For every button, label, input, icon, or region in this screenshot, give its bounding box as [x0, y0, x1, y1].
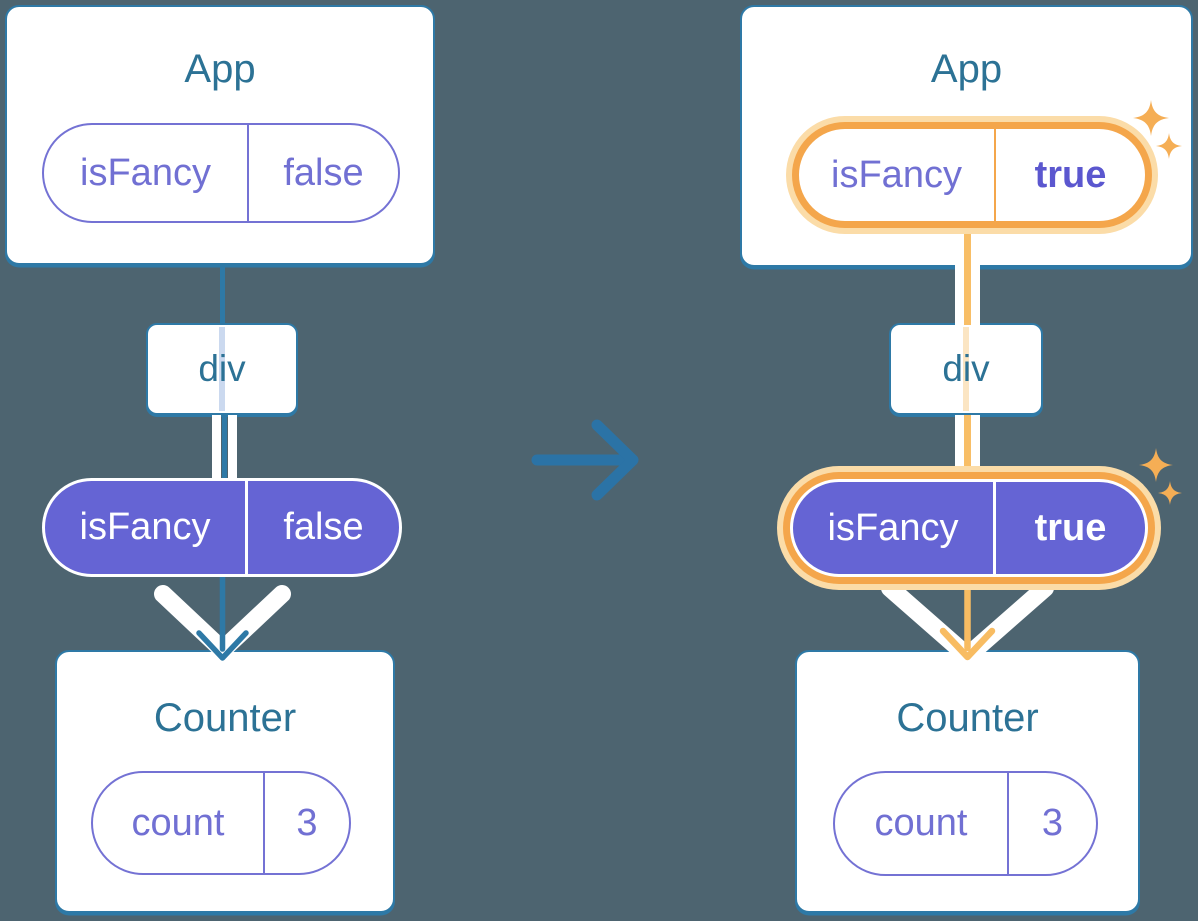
- prop-line-in-app-after: [964, 230, 971, 267]
- prop-value-label: true: [1034, 153, 1107, 196]
- sparkle-icon: [1158, 481, 1182, 505]
- prop-line-highlight-left: [955, 415, 964, 475]
- sparkle-icon: [1156, 133, 1182, 159]
- prop-line-highlight-right: [971, 415, 980, 475]
- passed-prop-pill-before: isFancy false: [42, 478, 402, 577]
- prop-line-through-div: [963, 327, 969, 411]
- prop-name-label: isFancy: [45, 481, 248, 574]
- prop-line-app-to-div: [220, 263, 225, 325]
- prop-value-label: true: [1034, 506, 1107, 549]
- prop-name-label: isFancy: [44, 125, 249, 221]
- app-title-before: App: [184, 47, 256, 91]
- app-prop-pill-before: isFancy false: [42, 123, 400, 223]
- sparkle-icon: [1133, 100, 1169, 136]
- state-name-label: count: [93, 773, 265, 873]
- sparkle-icon: [1139, 448, 1173, 482]
- prop-line-highlight-left: [212, 415, 221, 480]
- div-node-after: div: [889, 323, 1043, 415]
- prop-line-div-to-pill-after: [964, 415, 971, 475]
- state-value-label: 3: [296, 801, 318, 844]
- prop-line-highlight-left: [955, 264, 964, 325]
- prop-value-label: false: [283, 506, 364, 548]
- prop-name-label: isFancy: [793, 482, 996, 574]
- counter-title-after: Counter: [896, 696, 1039, 740]
- prop-line-through-div: [219, 327, 225, 411]
- prop-value-label: false: [283, 151, 364, 194]
- app-title-after: App: [930, 47, 1003, 91]
- prop-line-highlight-right: [971, 264, 980, 325]
- prop-line-highlight-right: [228, 415, 237, 480]
- state-pill-after: count 3: [833, 771, 1098, 876]
- prop-line-app-to-div-after: [964, 264, 971, 325]
- state-pill-before: count 3: [91, 771, 351, 875]
- div-label-after: div: [942, 348, 990, 389]
- state-value-label: 3: [1041, 802, 1064, 844]
- passed-prop-pill-after: isFancy true: [790, 479, 1148, 577]
- prop-line-div-to-pill: [222, 415, 227, 480]
- counter-title-before: Counter: [153, 696, 297, 740]
- div-label-before: div: [198, 348, 246, 389]
- div-node-before: div: [146, 323, 298, 415]
- state-name-label: count: [835, 773, 1009, 874]
- prop-name-label: isFancy: [799, 129, 996, 221]
- app-prop-pill-after: isFancy true: [799, 129, 1145, 221]
